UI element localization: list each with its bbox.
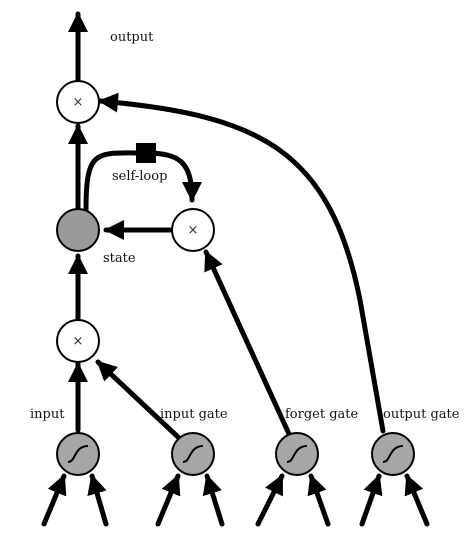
multiply-symbol: × xyxy=(73,95,84,110)
sigmoid-icon xyxy=(182,445,204,463)
delay-square-icon xyxy=(136,143,156,163)
arrow-in-forget-gate-left xyxy=(255,473,285,527)
arrow-in-output-gate-left xyxy=(359,473,383,527)
label-forget-gate: forget gate xyxy=(285,407,359,422)
arrow-forget-gate-to-forget-product xyxy=(203,249,292,437)
label-input: input xyxy=(30,407,65,422)
arrow-in-input-right xyxy=(87,473,109,527)
arrow-in-input-left xyxy=(41,473,67,527)
arrow-in-input-gate-right xyxy=(202,473,225,527)
label-state: state xyxy=(103,251,136,266)
product-node-output: × xyxy=(56,80,100,124)
sigmoid-icon xyxy=(67,445,89,463)
arrow-in-output-gate-right xyxy=(404,473,430,527)
arrow-in-input-gate-left xyxy=(155,473,181,527)
forget-gate-node xyxy=(275,432,319,476)
output-gate-node xyxy=(371,432,415,476)
label-output-gate: output gate xyxy=(383,407,460,422)
input-gate-node xyxy=(171,432,215,476)
sigmoid-icon xyxy=(382,445,404,463)
arrow-output-gate-to-product-top xyxy=(97,92,386,434)
sigmoid-icon xyxy=(286,445,308,463)
state-node xyxy=(56,208,100,252)
input-unit-node xyxy=(56,432,100,476)
product-node-input: × xyxy=(56,319,100,363)
multiply-symbol: × xyxy=(73,334,84,349)
label-self-loop: self-loop xyxy=(112,169,167,184)
arrow-in-forget-gate-right xyxy=(307,473,331,527)
arrow-input-gate-to-product-bottom xyxy=(95,359,181,440)
multiply-symbol: × xyxy=(188,223,199,238)
product-node-forget: × xyxy=(171,208,215,252)
label-output: output xyxy=(110,30,154,45)
label-input-gate: input gate xyxy=(160,407,228,422)
